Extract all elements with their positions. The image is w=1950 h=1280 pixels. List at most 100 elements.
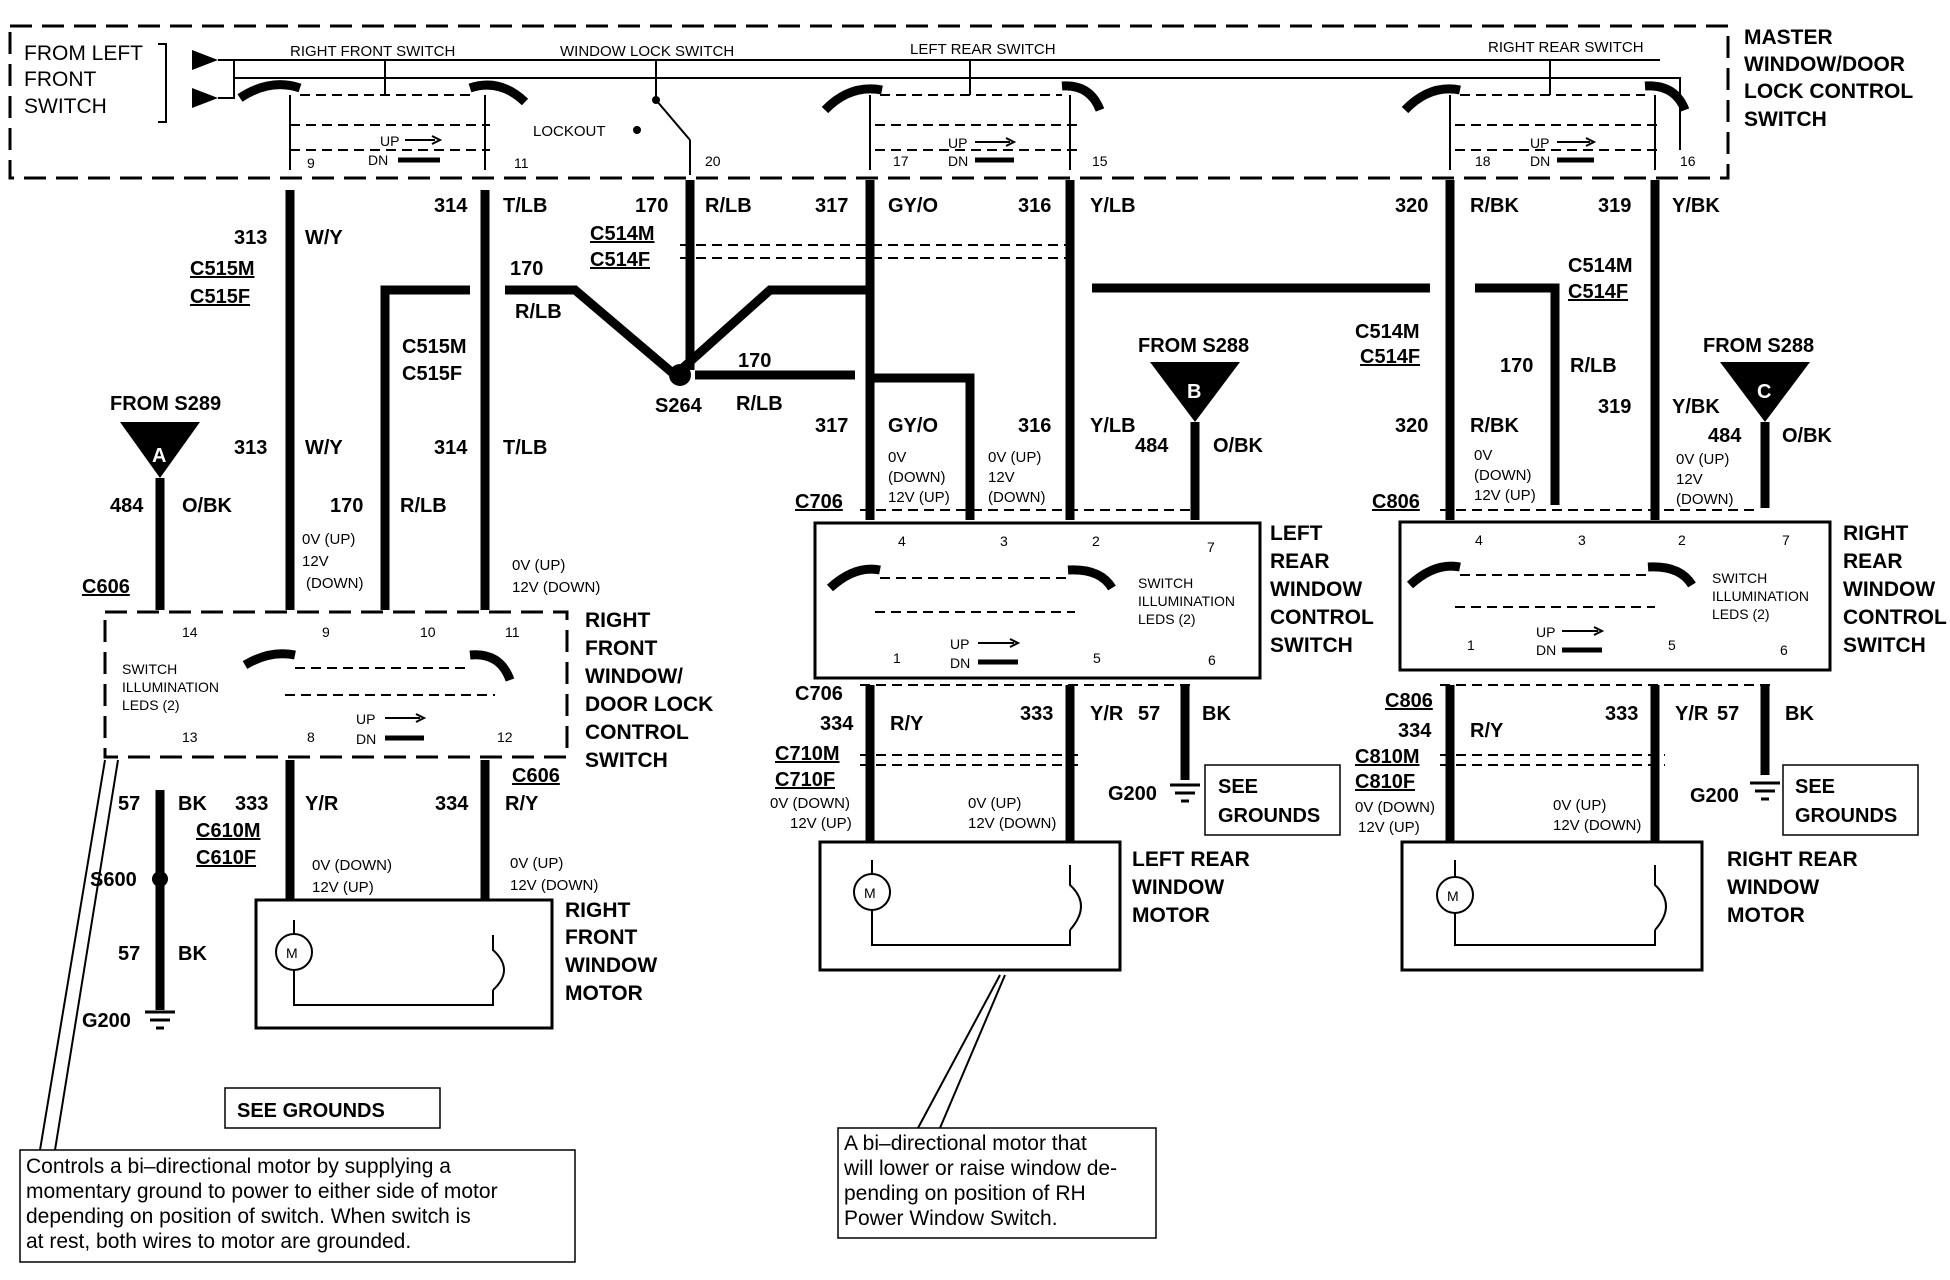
note-middle-line-2: will lower or raise window de- — [843, 1157, 1117, 1180]
note-left-box — [19, 1149, 576, 1263]
source-b-icon — [1150, 362, 1240, 422]
wire-334-num: 334 — [435, 793, 469, 815]
voltage-label: 0V (UP) — [1676, 451, 1729, 468]
voltage-label: 12V (DOWN) — [1553, 817, 1641, 834]
voltage-label: 0V (UP) — [1553, 797, 1606, 814]
wire-170-num-5: 170 — [1500, 355, 1533, 377]
wire-484-color-3: O/BK — [1782, 425, 1833, 447]
wire-170-color-3: R/LB — [705, 195, 752, 217]
rr-pin-2: 2 — [1678, 532, 1686, 548]
rr-motor-title-3: MOTOR — [1727, 904, 1805, 927]
g200-label-2: G200 — [1108, 783, 1157, 805]
c810f-label: C810F — [1355, 771, 1415, 793]
rr-switch-title-4: CONTROL — [1843, 606, 1947, 629]
c515m-label-2: C515M — [402, 336, 466, 358]
rf-pin-9: 9 — [322, 624, 330, 640]
rf-pin-13: 13 — [182, 729, 198, 745]
voltage-label: 0V — [888, 449, 906, 466]
wire-313-color-2: W/Y — [305, 437, 343, 459]
s264-node — [669, 364, 691, 386]
rf-pin-10: 10 — [420, 624, 436, 640]
lr-switch-title-2: REAR — [1270, 550, 1330, 573]
lr-sw-paddle-right — [1067, 565, 1116, 591]
lr-pin-5: 5 — [1093, 650, 1101, 666]
c710-connector — [860, 754, 1080, 766]
wire-57-num-2: 57 — [1138, 703, 1160, 725]
rr-motor-box — [1400, 840, 1704, 972]
from-left-bracket — [158, 43, 167, 123]
rf-paddle-left — [242, 649, 296, 669]
c710f-label: C710F — [775, 769, 835, 791]
ground-icon — [1170, 783, 1200, 803]
voltage-label: 12V (DOWN) — [512, 579, 600, 596]
rr-pin-4: 4 — [1475, 532, 1483, 548]
lr-motor-circuit — [871, 860, 1082, 946]
rr-switch-title-2: REAR — [1843, 550, 1903, 573]
c514f-label-2: C514F — [1568, 281, 1628, 303]
wire-314-num-2: 314 — [434, 437, 468, 459]
wire-316-color: Y/LB — [1090, 195, 1136, 217]
wire-317-color: GY/O — [888, 195, 938, 217]
lr-motor-box — [818, 840, 1122, 972]
wire-334-color-3: R/Y — [1470, 720, 1504, 742]
lr-pin-6: 6 — [1208, 652, 1216, 668]
voltage-label: 0V (UP) — [968, 795, 1021, 812]
wire-484-color: O/BK — [182, 495, 233, 517]
illum-label: ILLUMINATION — [122, 679, 219, 695]
illum-label: LEDS (2) — [1712, 606, 1770, 622]
source-a-letter: A — [152, 445, 166, 467]
source-c-letter: C — [1757, 381, 1771, 403]
voltage-label: 12V (UP) — [888, 489, 950, 506]
rf-pin-8: 8 — [307, 729, 315, 745]
g200-label-3: G200 — [1690, 785, 1739, 807]
voltage-label: 0V (DOWN) — [1355, 799, 1435, 816]
lock-switch-label: WINDOW LOCK SWITCH — [560, 43, 734, 60]
rf-switch-outline — [103, 610, 569, 759]
callout-leader-left — [39, 759, 119, 1151]
c806-label: C806 — [1372, 491, 1420, 513]
rf-switch-title-2: FRONT — [585, 637, 657, 660]
ground-icon — [1750, 781, 1780, 801]
s600-label: S600 — [90, 869, 137, 891]
up-label: UP — [380, 133, 399, 149]
illum-label: SWITCH — [122, 661, 177, 677]
rf-paddle-left — [237, 80, 302, 102]
wire-317-color-2: GY/O — [888, 415, 938, 437]
from-s288-label: FROM S288 — [1138, 335, 1249, 357]
feed-line — [218, 59, 235, 99]
rr-pin-1: 1 — [1467, 637, 1475, 653]
lr-switch-title-1: LEFT — [1270, 522, 1323, 545]
voltage-label: 12V (UP) — [790, 815, 852, 832]
wire-170-num-2: 170 — [330, 495, 363, 517]
wire-313-num-2: 313 — [234, 437, 267, 459]
note-left-line-3: depending on position of switch. When sw… — [26, 1205, 471, 1228]
from-s289-label: FROM S289 — [110, 393, 221, 415]
rr-paddle-left — [1401, 84, 1461, 114]
see-label-2: SEE — [1795, 776, 1835, 798]
motor-m: M — [286, 945, 298, 961]
wire-320-num-2: 320 — [1395, 415, 1428, 437]
g200-label: G200 — [82, 1010, 131, 1032]
rr-paddle-right — [1644, 81, 1690, 112]
see-grounds-box-3 — [1782, 764, 1919, 836]
c514m-label: C514M — [590, 223, 654, 245]
see-grounds-box — [224, 1087, 441, 1129]
source-a-icon — [120, 422, 200, 478]
voltage-label: 12V (UP) — [312, 879, 374, 896]
rr-motor-title-2: WINDOW — [1727, 876, 1819, 899]
c514-connector — [680, 244, 1080, 259]
see-label: SEE — [1218, 776, 1258, 798]
rf-motor-title-1: RIGHT — [565, 899, 631, 922]
c515m-label: C515M — [190, 258, 254, 280]
pin-11: 11 — [514, 155, 529, 171]
illum-label: ILLUMINATION — [1138, 593, 1235, 609]
rf-motor-title-2: FRONT — [565, 926, 637, 949]
c514m-label-2: C514M — [1568, 255, 1632, 277]
rf-pin-14: 14 — [182, 624, 198, 640]
voltage-label: (DOWN) — [306, 575, 363, 592]
from-left-label-3: SWITCH — [24, 95, 107, 118]
s264-label: S264 — [655, 395, 703, 417]
wire-334-color-2: R/Y — [890, 713, 924, 735]
pin-17: 17 — [893, 153, 909, 169]
wire-484-num-3: 484 — [1708, 425, 1742, 447]
